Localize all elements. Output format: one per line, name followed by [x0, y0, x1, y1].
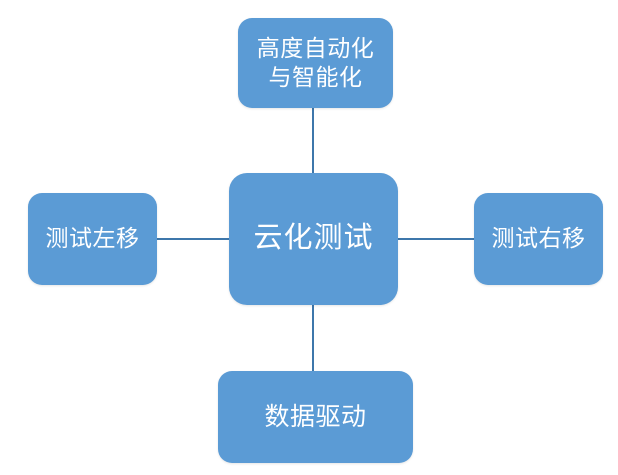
node-right[interactable]: 测试右移	[474, 193, 603, 285]
node-top[interactable]: 高度自动化 与智能化	[238, 18, 393, 108]
node-center-label: 云化测试	[253, 222, 374, 255]
node-top-label: 高度自动化 与智能化	[256, 34, 375, 90]
connector-center-to-bottom	[312, 303, 314, 373]
node-bottom-label: 数据驱动	[264, 403, 367, 431]
connector-center-to-top	[312, 106, 314, 175]
node-left[interactable]: 测试左移	[28, 193, 157, 285]
connector-center-to-right	[396, 238, 476, 240]
node-bottom[interactable]: 数据驱动	[218, 371, 413, 463]
node-left-label: 测试左移	[45, 225, 140, 252]
node-right-label: 测试右移	[491, 225, 586, 252]
connector-center-to-left	[155, 238, 231, 240]
node-center[interactable]: 云化测试	[229, 173, 398, 305]
